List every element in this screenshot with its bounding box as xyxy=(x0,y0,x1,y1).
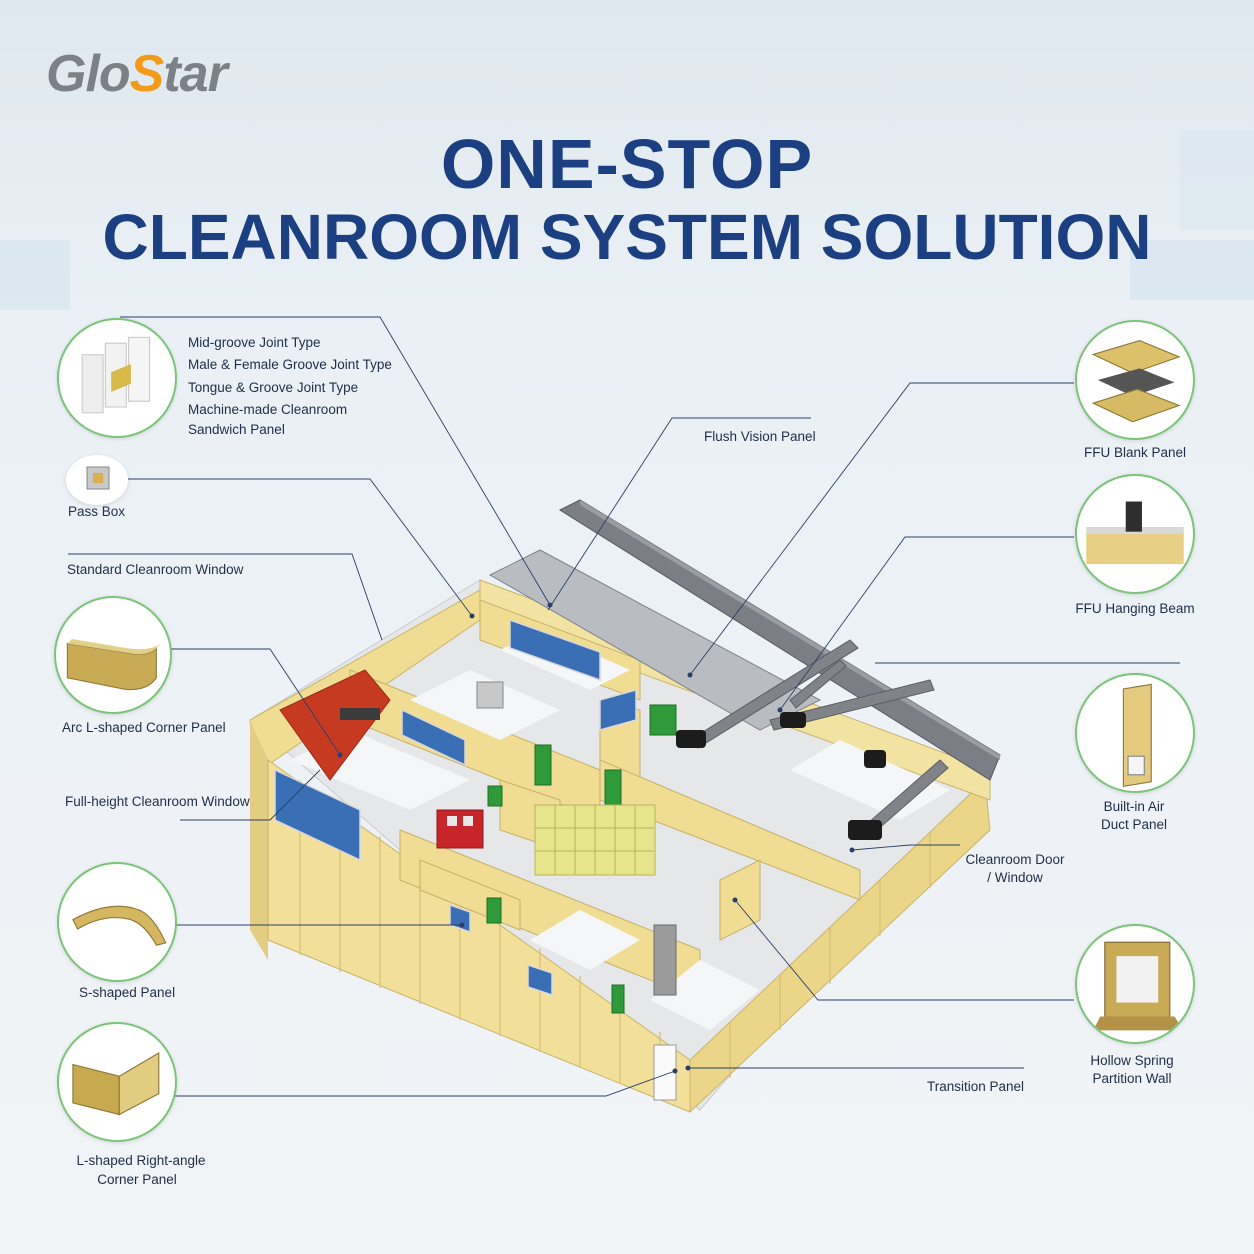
hollow-spring-partition-wall-image xyxy=(1075,924,1195,1044)
page-title-line1: ONE-STOP xyxy=(440,125,814,203)
label-machine-made-line1: Machine-made Cleanroom xyxy=(188,402,348,417)
ffu-hanging-beam-image xyxy=(1075,474,1195,594)
label-air-duct-line1: Built-in Air xyxy=(1103,799,1165,814)
glostar-logo: GloStar xyxy=(46,45,228,103)
l-shaped-corner-panel-image xyxy=(57,1022,177,1142)
label-door-window-line1: Cleanroom Door xyxy=(965,852,1065,867)
logo-text-part2: S xyxy=(129,45,165,103)
built-in-air-duct-panel-image xyxy=(1075,673,1195,793)
label-door-window-line2: / Window xyxy=(987,870,1043,885)
logo-text-part3: tar xyxy=(163,45,227,103)
label-transition-panel: Transition Panel xyxy=(927,1079,1025,1094)
label-mid-groove: Mid-groove Joint Type xyxy=(188,335,321,350)
label-l-shaped-line1: L-shaped Right-angle xyxy=(76,1153,206,1168)
s-shaped-panel-image xyxy=(57,862,177,982)
label-hollow-spring-line2: Partition Wall xyxy=(1092,1071,1172,1086)
ceiling-panels xyxy=(488,549,822,731)
label-machine-made-line2: Sandwich Panel xyxy=(188,422,285,437)
label-l-shaped-line2: Corner Panel xyxy=(97,1172,177,1187)
label-pass-box: Pass Box xyxy=(68,504,126,519)
label-ffu-hanging-beam: FFU Hanging Beam xyxy=(1075,601,1195,616)
label-arc-corner-panel: Arc L-shaped Corner Panel xyxy=(62,720,226,735)
label-air-duct-line2: Duct Panel xyxy=(1100,817,1168,832)
label-ffu-blank-panel: FFU Blank Panel xyxy=(1083,445,1187,460)
outer-wall-front-left xyxy=(250,720,268,960)
pass-box-image xyxy=(66,455,128,505)
label-full-height-window: Full-height Cleanroom Window xyxy=(65,794,250,809)
arc-corner-panel-image xyxy=(54,596,172,714)
sandwich-panel-image xyxy=(57,318,177,438)
label-standard-window: Standard Cleanroom Window xyxy=(67,562,244,577)
label-hollow-spring-line1: Hollow Spring xyxy=(1090,1053,1174,1068)
label-male-female-groove: Male & Female Groove Joint Type xyxy=(188,357,392,372)
outer-wall-right xyxy=(689,778,991,1114)
red-room-wall xyxy=(279,669,391,781)
page-title-line2: CLEANROOM SYSTEM SOLUTION xyxy=(102,201,1152,273)
label-tongue-groove: Tongue & Groove Joint Type xyxy=(188,380,359,395)
label-s-shaped-panel: S-shaped Panel xyxy=(79,985,176,1000)
logo-text-part1: Glo xyxy=(46,45,131,103)
ffu-blank-panel-image xyxy=(1075,320,1195,440)
label-flush-vision-panel: Flush Vision Panel xyxy=(704,429,816,444)
